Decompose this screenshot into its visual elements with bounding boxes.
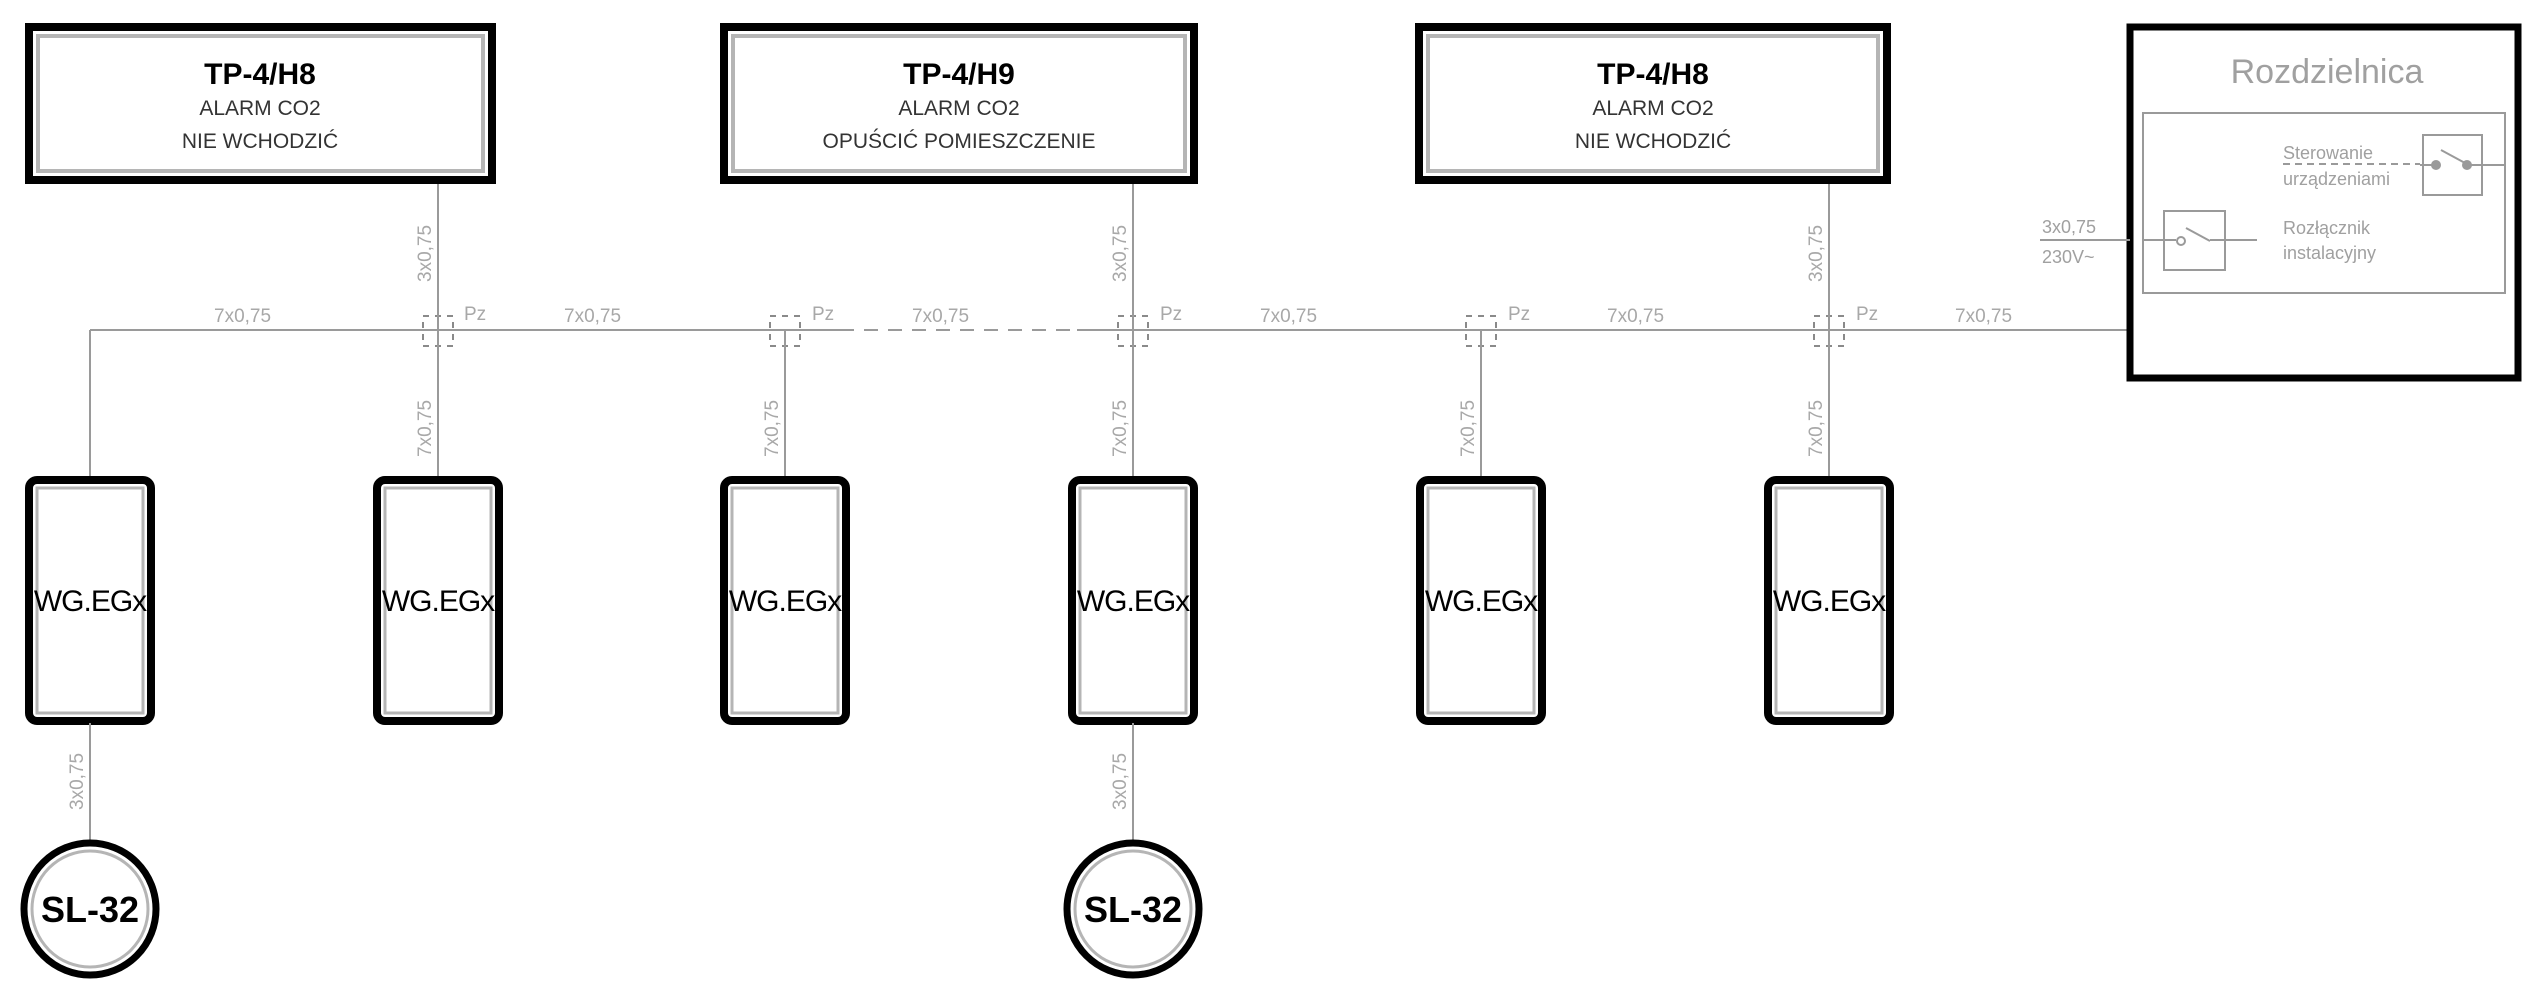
tp-panel-line2: OPUŚCIĆ POMIESZCZENIE: [822, 129, 1095, 153]
junction-label: Pz: [464, 304, 486, 325]
tp-panel: 3x0,75 TP-4/H9 ALARM CO2 OPUŚCIĆ POMIESZ…: [720, 23, 1198, 330]
tp-cable-label: 3x0,75: [1806, 225, 1827, 282]
siren: 3x0,75 SL-32: [20, 723, 160, 979]
tp-panel-id: TP-4/H8: [204, 58, 316, 91]
junction-label: Pz: [812, 304, 834, 325]
detector-cable-label: 7x0,75: [1806, 400, 1827, 457]
control-switch-icon: [2283, 134, 2505, 196]
bus: 7x0,75 7x0,75 7x0,75 7x0,75 7x0,75 7x0,7…: [89, 306, 2128, 478]
detector-label: WG.EGx: [34, 585, 147, 618]
tp-panel-line1: ALARM CO2: [199, 97, 320, 120]
tp-cable-label: 3x0,75: [1110, 225, 1131, 282]
junction-box: Pz: [769, 304, 834, 347]
detector: 7x0,75 WG.EGx: [1416, 330, 1546, 725]
tp-panel-id: TP-4/H8: [1597, 58, 1709, 91]
bus-segment-label: 7x0,75: [214, 306, 271, 327]
switchboard: Rozdzielnica 3x0,75 230V~ Rozłącznik ins…: [2040, 23, 2522, 382]
disconnector-label-2: instalacyjny: [2283, 243, 2376, 263]
tp-panel-line2: NIE WCHODZIĆ: [182, 130, 338, 153]
junction-box: Pz: [1117, 304, 1182, 347]
detector-cable-label: 7x0,75: [415, 400, 436, 457]
junction-box: Pz: [422, 304, 486, 347]
bus-segment-label: 7x0,75: [1260, 306, 1317, 327]
siren-label: SL-32: [1084, 889, 1182, 930]
tp-panel-line1: ALARM CO2: [1592, 97, 1713, 120]
junction-label: Pz: [1160, 304, 1182, 325]
junction-label: Pz: [1508, 304, 1530, 325]
detector: 7x0,75 WG.EGx: [1764, 330, 1894, 725]
detector-cable-label: 7x0,75: [1458, 400, 1479, 457]
detector-label: WG.EGx: [729, 585, 842, 618]
tp-panel-line1: ALARM CO2: [898, 97, 1019, 120]
junction-box: Pz: [1813, 304, 1878, 347]
siren-cable-label: 3x0,75: [1110, 753, 1131, 810]
control-label-1: Sterowanie: [2283, 143, 2373, 163]
junction-box: Pz: [1465, 304, 1530, 347]
detector-cable-label: 7x0,75: [1110, 400, 1131, 457]
detector-cable-label: 7x0,75: [762, 400, 783, 457]
tp-panel: 3x0,75 TP-4/H8 ALARM CO2 NIE WCHODZIĆ: [25, 23, 496, 330]
control-label-2: urządzeniami: [2283, 169, 2390, 189]
tp-cable-label: 3x0,75: [415, 225, 436, 282]
detector-label: WG.EGx: [1425, 585, 1538, 618]
detector-label: WG.EGx: [1077, 585, 1190, 618]
detector: 7x0,75 WG.EGx: [1068, 330, 1198, 725]
junction-label: Pz: [1856, 304, 1878, 325]
disconnector-switch-icon: [2143, 210, 2257, 271]
supply-voltage-label: 230V~: [2042, 247, 2095, 267]
detector: 7x0,75 WG.EGx: [373, 330, 503, 725]
bus-segment-label: 7x0,75: [912, 306, 969, 327]
detector-label: WG.EGx: [1773, 585, 1886, 618]
bus-segment-label: 7x0,75: [1955, 306, 2012, 327]
siren: 3x0,75 SL-32: [1063, 723, 1203, 979]
tp-panel-line2: NIE WCHODZIĆ: [1575, 130, 1731, 153]
supply-cable-label: 3x0,75: [2042, 217, 2096, 237]
detector: 7x0,75 WG.EGx: [720, 330, 850, 725]
bus-segment-label: 7x0,75: [564, 306, 621, 327]
switchboard-title: Rozdzielnica: [2231, 53, 2424, 91]
bus-segment-label: 7x0,75: [1607, 306, 1664, 327]
detector: WG.EGx: [25, 476, 155, 725]
switchboard-frame: [2126, 23, 2522, 382]
switchboard-inner-frame: [2142, 112, 2506, 294]
detector-label: WG.EGx: [382, 585, 495, 618]
tp-panel: 3x0,75 TP-4/H8 ALARM CO2 NIE WCHODZIĆ: [1415, 23, 1891, 330]
siren-cable-label: 3x0,75: [67, 753, 88, 810]
disconnector-label-1: Rozłącznik: [2283, 218, 2371, 238]
tp-panel-id: TP-4/H9: [903, 58, 1015, 91]
siren-label: SL-32: [41, 889, 139, 930]
